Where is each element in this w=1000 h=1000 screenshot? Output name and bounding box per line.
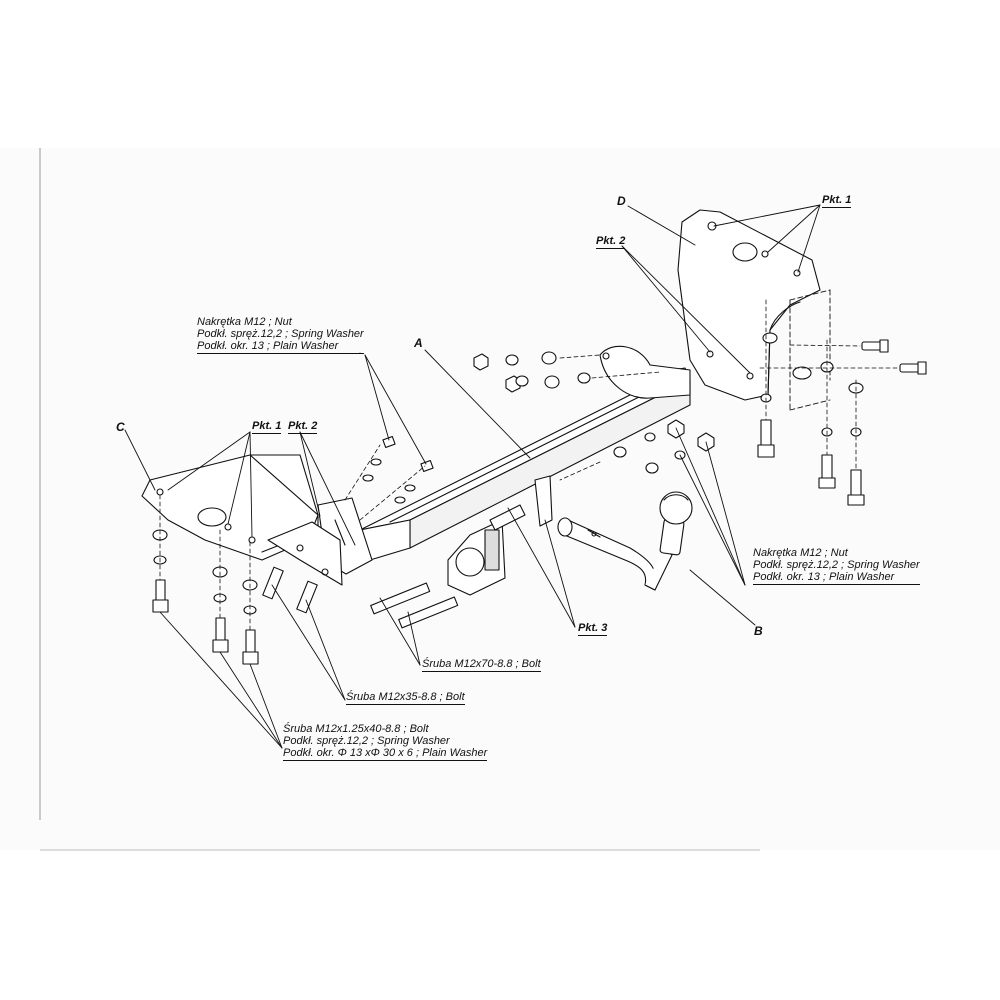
hardware-bolts-right — [757, 299, 927, 506]
point-label-pkt1-right: Pkt. 1 — [822, 194, 852, 208]
callout-bolt-bottom-line2: Podkł. spręż.12,2 ; Spring Washer — [283, 735, 450, 747]
callout-nut-top-line3: Podkł. okr. 13 ; Plain Washer — [197, 340, 364, 354]
callout-nut-group-top: Nakrętka M12 ; Nut Podkł. spręż.12,2 ; S… — [197, 316, 364, 354]
point-label-pkt2-left: Pkt. 2 — [288, 420, 318, 434]
callout-nut-right-line1: Nakrętka M12 ; Nut — [753, 547, 848, 559]
callout-bolt-group-bottom: Śruba M12x1.25x40-8.8 ; Bolt Podkł. sprę… — [283, 723, 488, 761]
part-label-b: B — [754, 624, 763, 638]
left-bracket-part-c — [141, 454, 343, 586]
point-label-pkt2-right: Pkt. 2 — [596, 235, 626, 249]
callout-bolt-bottom-line1: Śruba M12x1.25x40-8.8 ; Bolt — [283, 723, 429, 735]
callout-nut-top-line2: Podkł. spręż.12,2 ; Spring Washer — [197, 328, 364, 340]
callout-nut-right-line3: Podkł. okr. 13 ; Plain Washer — [753, 571, 920, 585]
tow-ball-arm-part-b — [557, 491, 693, 591]
callout-nut-right-line2: Podkł. spręż.12,2 ; Spring Washer — [753, 559, 920, 571]
part-label-c: C — [116, 420, 125, 434]
right-bracket-part-d — [677, 209, 831, 411]
main-beam-part-a — [317, 345, 691, 575]
callout-nut-top-line1: Nakrętka M12 ; Nut — [197, 316, 292, 328]
hardware-nuts-left — [344, 435, 434, 521]
leader-lines — [124, 204, 821, 749]
point-label-pkt3: Pkt. 3 — [578, 622, 608, 636]
callout-nut-group-right: Nakrętka M12 ; Nut Podkł. spręż.12,2 ; S… — [753, 547, 920, 585]
callout-bolt-m12x70: Śruba M12x70-8.8 ; Bolt — [422, 658, 541, 672]
callout-bolt-m12x35: Śruba M12x35-8.8 ; Bolt — [346, 691, 465, 705]
part-label-a: A — [414, 336, 423, 350]
hardware-nuts-top — [473, 351, 661, 393]
hardware-bolts-left — [152, 494, 459, 665]
point-label-pkt1-left: Pkt. 1 — [252, 420, 282, 434]
callout-bolt-bottom-line3: Podkł. okr. Φ 13 xΦ 30 x 6 ; Plain Washe… — [283, 747, 488, 761]
part-label-d: D — [617, 194, 626, 208]
electric-socket-plate — [447, 475, 553, 596]
